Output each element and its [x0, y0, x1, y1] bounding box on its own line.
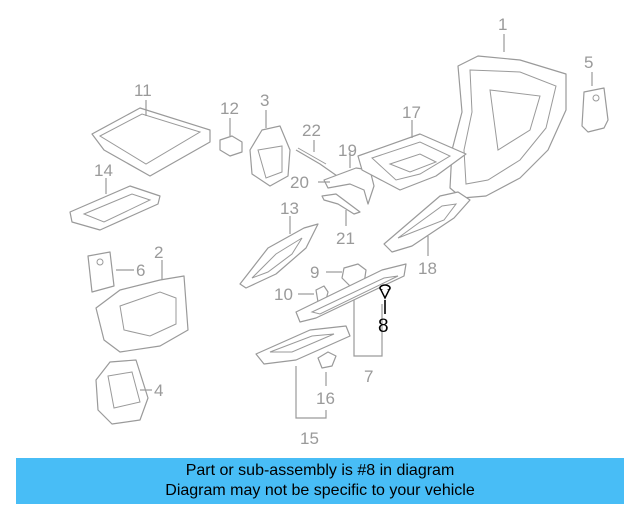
part-15-cargo-cover[interactable] — [255, 325, 351, 365]
callout-16[interactable]: 16 — [316, 389, 335, 408]
callout-3[interactable]: 3 — [260, 91, 269, 110]
callout-11[interactable]: 11 — [134, 81, 152, 100]
part-18-jack[interactable] — [383, 191, 471, 253]
part-16-pad[interactable] — [317, 351, 337, 369]
parts-diagram: 1 5 11 12 3 22 19 20 21 — [69, 15, 609, 448]
part-11-floor-mat[interactable] — [91, 107, 211, 177]
callout-1[interactable]: 1 — [498, 15, 507, 34]
callout-8[interactable]: 8 — [378, 316, 389, 337]
callout-22[interactable]: 22 — [302, 121, 321, 140]
callout-4[interactable]: 4 — [154, 381, 163, 400]
callout-10[interactable]: 10 — [274, 285, 293, 304]
part-6-cover[interactable] — [87, 251, 115, 293]
callout-18[interactable]: 18 — [418, 259, 437, 278]
part-17-tool-tray[interactable] — [357, 133, 467, 191]
callout-5[interactable]: 5 — [584, 53, 593, 72]
callout-6[interactable]: 6 — [136, 261, 145, 280]
part-14-cargo-board[interactable] — [69, 185, 161, 231]
callout-13[interactable]: 13 — [280, 199, 299, 218]
part-13-trim-panel[interactable] — [239, 223, 319, 289]
part-7-sill-plate[interactable] — [295, 263, 407, 323]
callout-15[interactable]: 15 — [300, 429, 319, 448]
part-12-bracket[interactable] — [219, 135, 243, 157]
part-21-extension-bar[interactable] — [321, 193, 361, 215]
info-banner: Part or sub-assembly is #8 in diagram Di… — [16, 458, 624, 504]
callout-19[interactable]: 19 — [338, 141, 357, 160]
callout-20[interactable]: 20 — [290, 173, 309, 192]
callout-7[interactable]: 7 — [364, 367, 373, 386]
leader-7 — [353, 300, 383, 357]
callout-17[interactable]: 17 — [402, 103, 421, 122]
part-3-storage-box[interactable] — [249, 125, 291, 187]
callout-21[interactable]: 21 — [336, 229, 355, 248]
part-22-jack-handle[interactable] — [295, 147, 341, 179]
callout-9[interactable]: 9 — [310, 263, 319, 282]
part-4-storage-bin[interactable] — [95, 359, 149, 425]
part-2-side-trim[interactable] — [95, 275, 189, 353]
part-1-quarter-trim-panel[interactable] — [449, 55, 567, 199]
callout-12[interactable]: 12 — [220, 99, 239, 118]
leader-15 — [295, 366, 327, 419]
banner-line-1: Part or sub-assembly is #8 in diagram — [185, 462, 455, 479]
part-8-clip[interactable] — [379, 284, 391, 300]
callout-2[interactable]: 2 — [154, 243, 163, 262]
banner-line-2: Diagram may not be specific to your vehi… — [165, 482, 475, 499]
part-5-cover[interactable] — [581, 87, 609, 133]
part-19-lug-wrench[interactable] — [323, 167, 375, 205]
callout-14[interactable]: 14 — [94, 161, 113, 180]
